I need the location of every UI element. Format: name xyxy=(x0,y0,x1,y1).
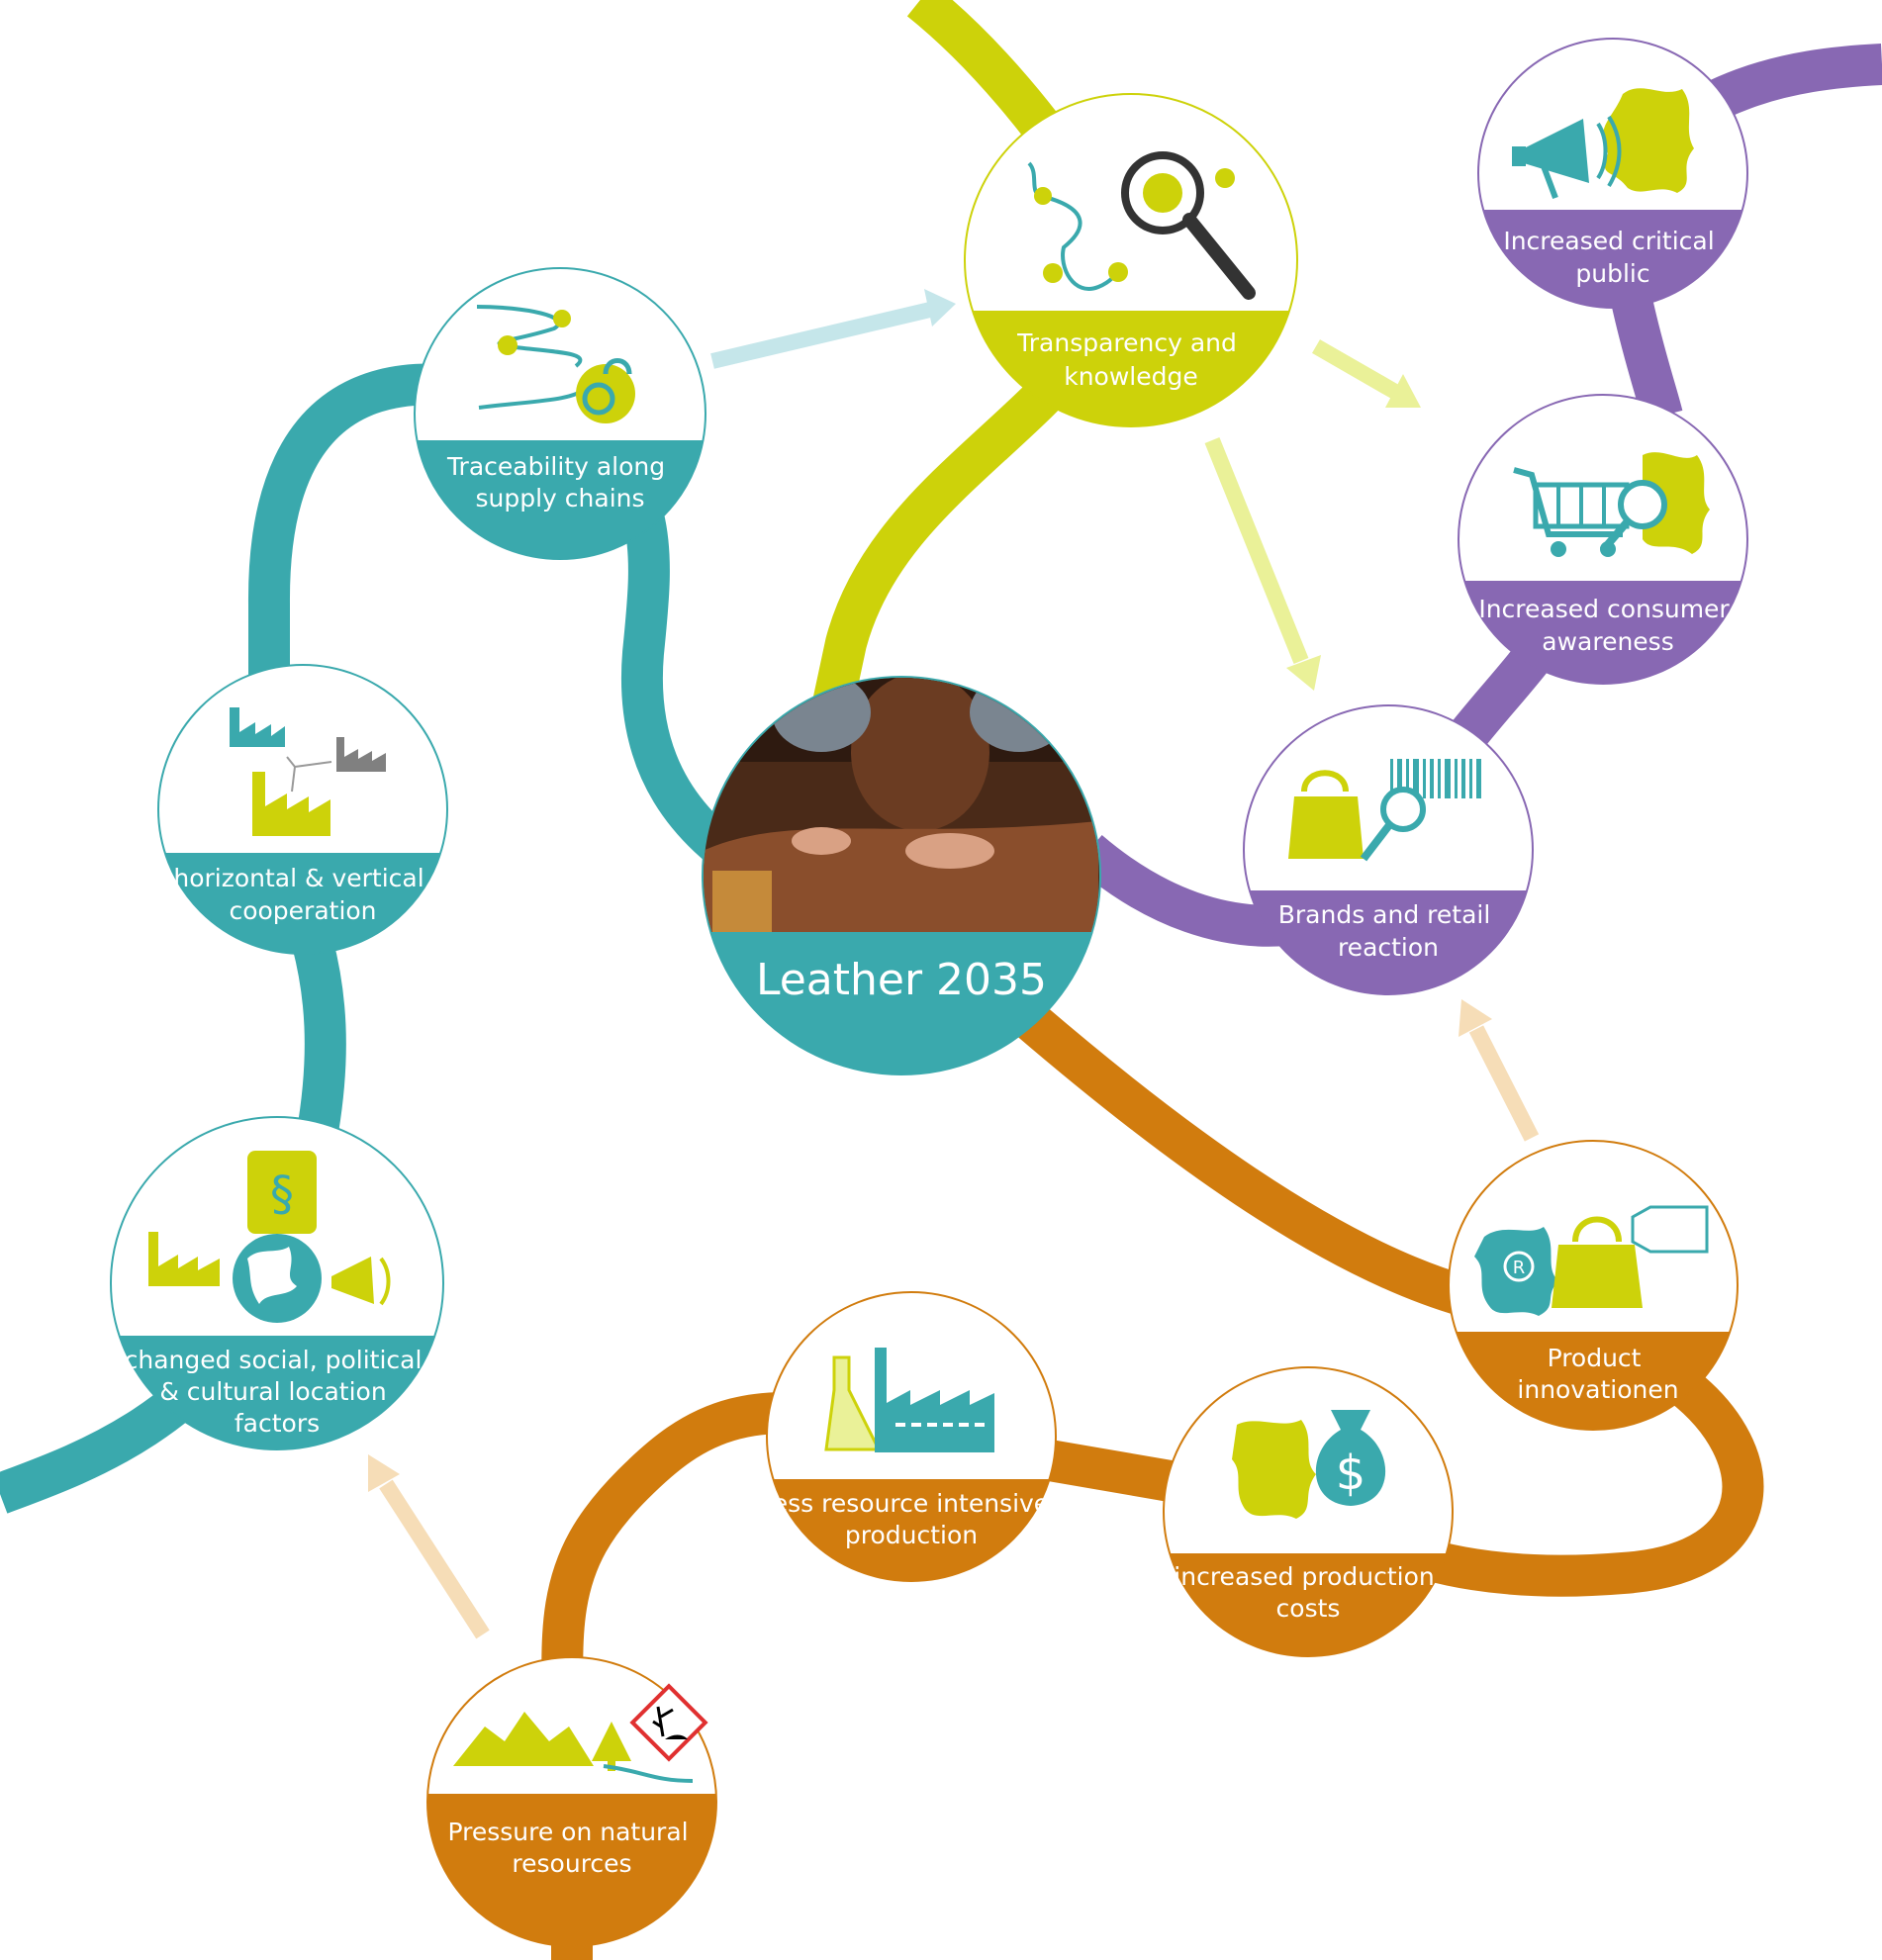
node-production-costs: $ increased production costs xyxy=(1163,1366,1454,1657)
consumer-awareness-label-2: awareness xyxy=(1542,627,1673,656)
brands-retail-label-2: reaction xyxy=(1338,933,1439,962)
network-magnifier-icon xyxy=(1027,151,1256,300)
landscape-hazard-icon xyxy=(453,1683,708,1783)
brands-retail-label-1: Brands and retail xyxy=(1278,900,1491,929)
transparency-label-2: knowledge xyxy=(1064,362,1198,391)
traceability-label-1: Traceability along xyxy=(446,452,665,481)
location-factors-label-1: changed social, political xyxy=(125,1346,423,1374)
node-consumer-awareness: Increased consumer awareness xyxy=(1458,394,1748,685)
product-innovation-label-2: innovationen xyxy=(1517,1375,1678,1404)
svg-text:Traceability along suppl: Traceability along supply chains xyxy=(446,452,673,513)
arrow-traceability-to-transparency xyxy=(710,289,956,369)
supply-chain-lock-icon xyxy=(476,305,635,423)
arrow-innovation-to-brands xyxy=(1459,999,1540,1142)
node-critical-public: Increased critical public xyxy=(1477,38,1748,309)
cooperation-label-2: cooperation xyxy=(229,896,376,925)
purple-path-center xyxy=(1075,834,1288,947)
product-innovation-label-1: Product xyxy=(1548,1344,1642,1372)
flask-factory-icon xyxy=(824,1348,994,1452)
node-traceability: Traceability along supply chains xyxy=(414,267,706,560)
arrow-transparency-to-public xyxy=(1312,339,1421,408)
resource-production-label-1: less resource intensive xyxy=(766,1489,1049,1518)
critical-public-label-2: public xyxy=(1575,259,1649,288)
svg-text:changed social, political: changed social, political & cultural loc… xyxy=(125,1346,430,1438)
svg-text:Pressure on natural reso: Pressure on natural resources xyxy=(447,1818,696,1878)
svg-text:$: $ xyxy=(1336,1446,1366,1501)
node-brands-retail: Brands and retail reaction xyxy=(1243,704,1534,995)
node-natural-resources: Pressure on natural resources xyxy=(426,1656,717,1947)
transparency-label-1: Transparency and xyxy=(1016,328,1237,357)
natural-resources-label-1: Pressure on natural xyxy=(447,1818,688,1846)
leather-moneybag-icon: $ xyxy=(1232,1410,1386,1519)
svg-text:§: § xyxy=(270,1167,294,1222)
svg-text:Product innovationen: Product innovationen xyxy=(1517,1344,1678,1404)
factories-network-icon xyxy=(230,707,386,836)
svg-text:less resource intensive: less resource intensive production xyxy=(766,1489,1057,1549)
traceability-label-2: supply chains xyxy=(475,484,644,513)
node-product-innovation: R Product innovationen xyxy=(1448,1140,1739,1431)
center-title: Leather 2035 xyxy=(756,955,1047,1005)
node-resource-production: less resource intensive production xyxy=(766,1291,1057,1582)
handbag-barcode-icon xyxy=(1288,759,1481,862)
production-costs-label-2: costs xyxy=(1276,1594,1341,1623)
arrow-natural-to-location xyxy=(368,1454,490,1639)
cart-magnifier-icon xyxy=(1513,452,1710,557)
node-cooperation: horizontal & vertical cooperation xyxy=(157,664,448,955)
svg-text:horizontal & vertical co: horizontal & vertical cooperation xyxy=(173,864,431,925)
svg-text:Transparency and knowled: Transparency and knowledge xyxy=(1016,328,1245,391)
arrow-transparency-to-brands xyxy=(1204,437,1321,691)
orange-path-center xyxy=(1015,1003,1470,1317)
natural-resources-label-2: resources xyxy=(512,1849,631,1878)
consumer-awareness-label-1: Increased consumer xyxy=(1478,595,1730,623)
svg-text:R: R xyxy=(1513,1258,1526,1278)
resource-production-label-2: production xyxy=(845,1521,978,1549)
law-globe-factory-icon: § xyxy=(148,1151,391,1323)
cooperation-label-1: horizontal & vertical xyxy=(173,864,423,892)
location-factors-label-2: & cultural location xyxy=(159,1377,386,1406)
svg-text:Brands and retail reacti: Brands and retail reaction xyxy=(1278,900,1499,962)
critical-public-label-1: Increased critical xyxy=(1503,227,1714,255)
node-transparency: Transparency and knowledge xyxy=(964,93,1298,427)
production-costs-label-1: increased production xyxy=(1174,1562,1434,1591)
location-factors-label-3: factors xyxy=(235,1409,320,1438)
influence-arrows xyxy=(368,289,1540,1639)
registered-bag-tag-icon: R xyxy=(1474,1205,1709,1316)
svg-text:increased production cos: increased production costs xyxy=(1174,1562,1442,1623)
megaphone-leather-icon xyxy=(1512,88,1694,200)
svg-text:Increased critical publi: Increased critical public xyxy=(1503,227,1722,288)
svg-text:Increased consumer aware: Increased consumer awareness xyxy=(1478,595,1737,656)
